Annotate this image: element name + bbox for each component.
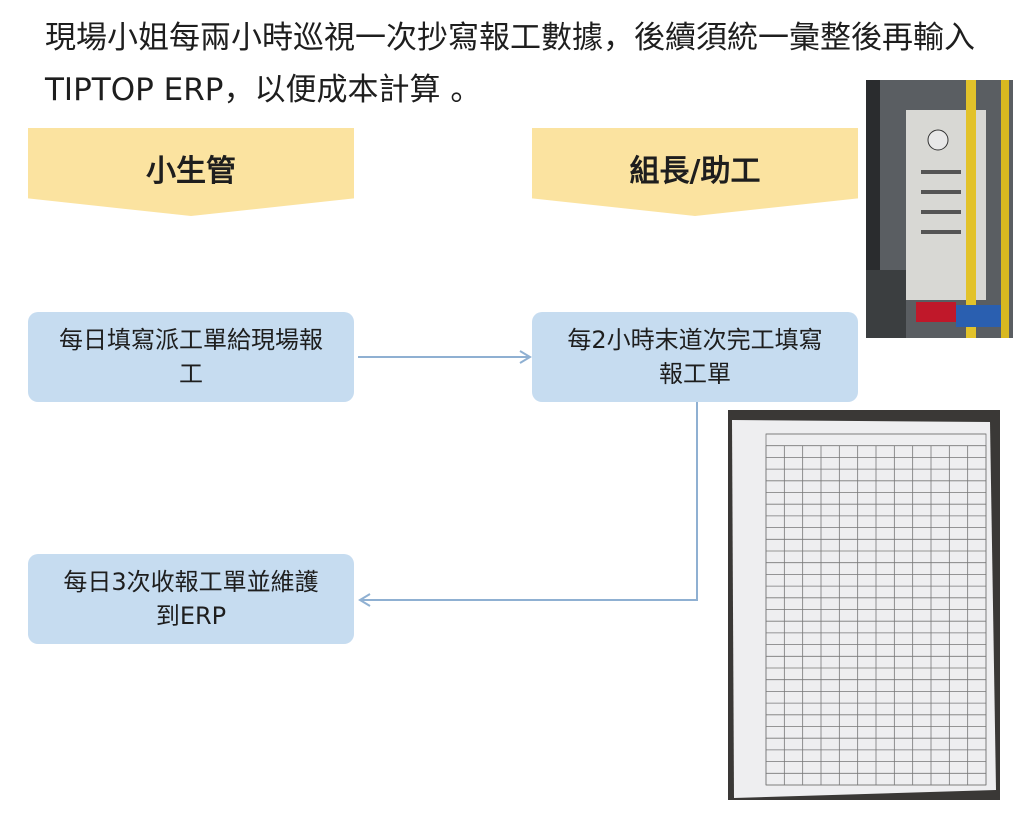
step-label: 每日3次收報工單並維護到ERP	[63, 568, 319, 630]
step-label: 每日填寫派工單給現場報工	[59, 326, 323, 388]
lane-label: 小生管	[146, 154, 236, 189]
machine-photo	[866, 80, 1013, 338]
lane-label: 組長/助工	[629, 154, 761, 189]
step-maintain-erp: 每日3次收報工單並維護到ERP	[28, 554, 354, 644]
step-fill-report: 每2小時末道次完工填寫報工單	[532, 312, 858, 402]
lane-header-team-leader: 組長/助工	[532, 128, 858, 216]
slide-title: 現場小姐每兩小時巡視一次抄寫報工數據，後續須統一彙整後再輸入TIPTOP ERP…	[45, 20, 975, 108]
arrow-dispatch-to-report	[358, 350, 532, 364]
lane-header-production-control: 小生管	[28, 128, 354, 216]
arrow-report-to-erp	[358, 402, 698, 607]
report-sheet-photo	[728, 410, 1000, 800]
step-dispatch-order: 每日填寫派工單給現場報工	[28, 312, 354, 402]
step-label: 每2小時末道次完工填寫報工單	[567, 326, 823, 388]
